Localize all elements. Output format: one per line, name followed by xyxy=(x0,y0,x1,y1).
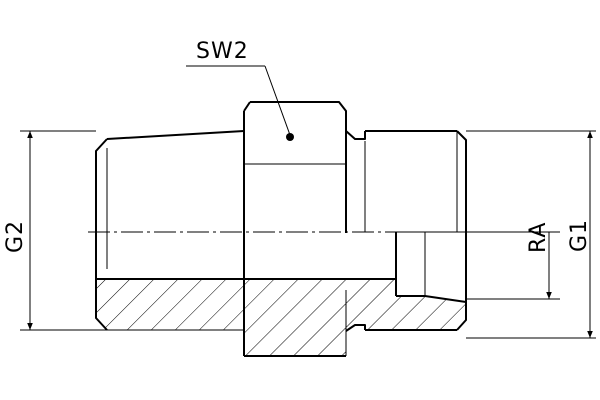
g1-label: G1 xyxy=(567,219,592,252)
ra-label: RA xyxy=(526,222,551,253)
section-hatch xyxy=(96,279,466,356)
ra-dimension xyxy=(466,231,560,300)
g2-dimension xyxy=(20,130,107,331)
sw2-label: SW2 xyxy=(196,39,249,64)
sw2-leader xyxy=(186,65,294,141)
g2-label: G2 xyxy=(3,220,28,253)
g1-dimension xyxy=(466,130,596,339)
